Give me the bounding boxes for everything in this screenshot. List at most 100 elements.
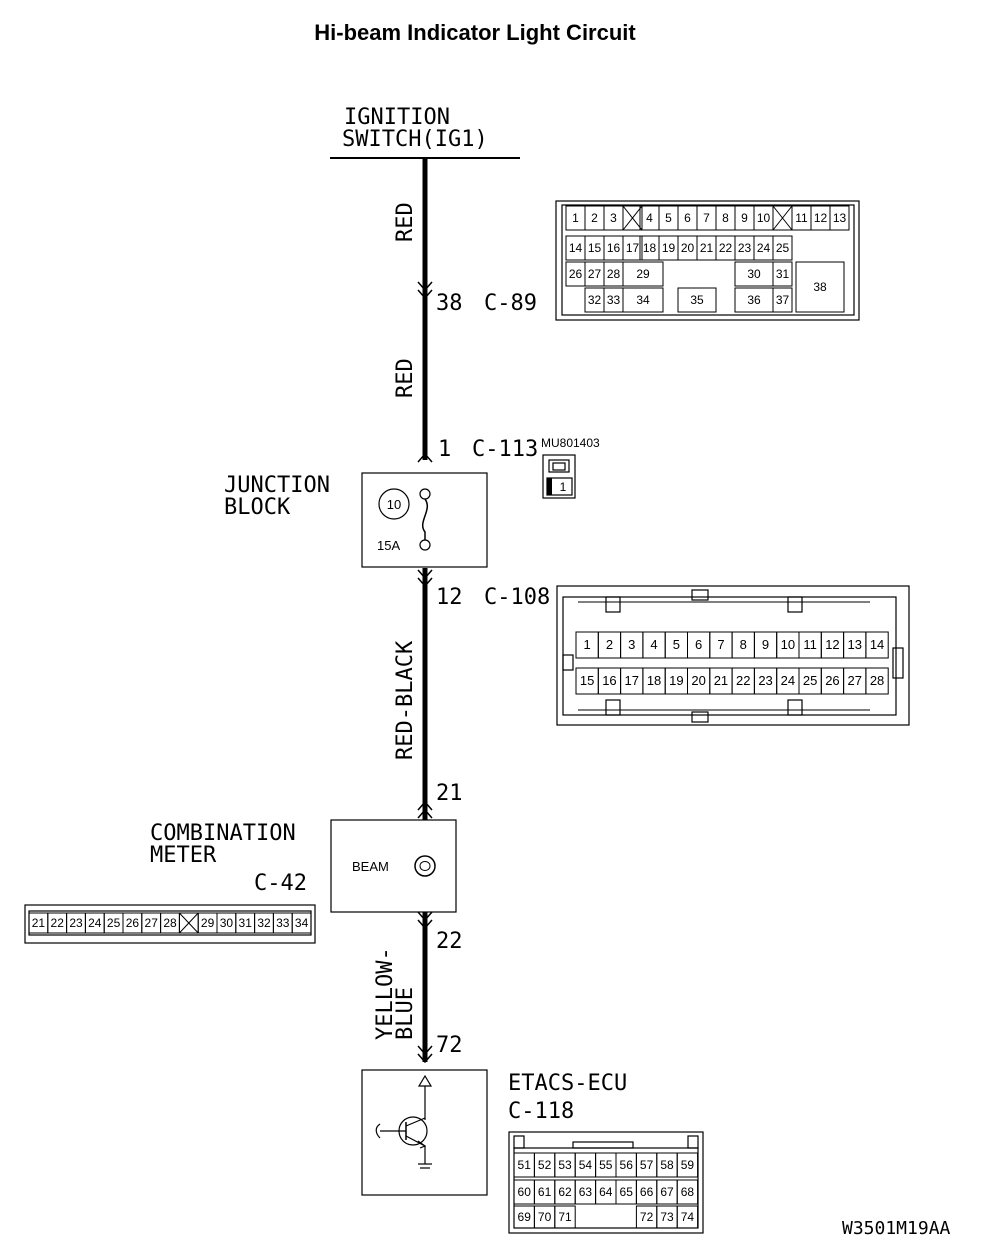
- c118-pin-cell-label: 71: [558, 1210, 572, 1224]
- c108-pin-cell-label: 24: [781, 673, 795, 688]
- c89-pin-cell-label: 31: [776, 267, 790, 281]
- c108-pin-cell: [865, 667, 889, 695]
- c108-pin-cell-label: 15: [580, 673, 594, 688]
- c42-pin-cell-label: 29: [201, 916, 215, 930]
- c89-pin-cell-label: 21: [700, 241, 714, 255]
- c108-pin-cell-label: 10: [781, 637, 795, 652]
- c42-pin-cell-label: 34: [295, 916, 309, 930]
- c108-pin-cell-label: 8: [740, 637, 747, 652]
- c89-pin-cell: [622, 205, 643, 231]
- diagram-code: W3501M19AA: [842, 1218, 951, 1239]
- diagram-title: Hi-beam Indicator Light Circuit: [314, 20, 636, 45]
- c89-pin-cell-label: 20: [681, 241, 695, 255]
- c118-pin-cell-label: 51: [518, 1158, 532, 1172]
- c89-pin-cell: [677, 287, 717, 313]
- c42-pin-cell-label: 28: [163, 916, 177, 930]
- c108-pin-cell-label: 26: [825, 673, 839, 688]
- c89-pin-cell-label: 35: [690, 293, 704, 307]
- ignition-label-line2: SWITCH(IG1): [342, 127, 488, 152]
- c108-pin-cell-label: 12: [825, 637, 839, 652]
- c108-pin-cell-label: 20: [691, 673, 705, 688]
- c108-pin-cell: [865, 631, 889, 659]
- c89-pin-cell-blank: [622, 205, 643, 231]
- junction-block: JUNCTION BLOCK 10 15A: [224, 472, 488, 568]
- c89-pin-cell-label: 18: [643, 241, 657, 255]
- c89-pin-cell-label: 8: [722, 211, 729, 225]
- c108-pin-cell-label: 3: [628, 637, 635, 652]
- c118-pin-cell-label: 68: [681, 1185, 695, 1199]
- ignition-switch: IGNITION SWITCH(IG1): [330, 105, 520, 159]
- c118-pin-cell: [676, 1179, 699, 1205]
- c42-pin-cell-label: 30: [220, 916, 234, 930]
- c89-pin-cell-label: 17: [626, 241, 640, 255]
- c118-pin-cell-label: 61: [538, 1185, 552, 1199]
- fuse-rating: 15A: [377, 538, 400, 553]
- c42-pin-cell-label: 24: [88, 916, 102, 930]
- c42-pin-cell-label: 22: [51, 916, 65, 930]
- c118-pin-cell: [554, 1205, 576, 1229]
- c118-pin-cell: [676, 1152, 699, 1178]
- c89-pin-cell-label: 5: [665, 211, 672, 225]
- c118-pin-cell-label: 56: [620, 1158, 634, 1172]
- main-wire: [417, 158, 433, 1064]
- c108-pin-cell-label: 28: [870, 673, 884, 688]
- c89-pin-cell-label: 12: [814, 211, 828, 225]
- c89-name: C-89: [484, 291, 537, 316]
- c118-pin-cell-label: 73: [660, 1210, 674, 1224]
- wire-color-red-1: RED: [393, 202, 418, 242]
- c89-pin-cell-label: 34: [636, 293, 650, 307]
- wire-color-blue: BLUE: [393, 987, 418, 1040]
- c89-pin-cell-label: 4: [646, 211, 653, 225]
- c108-pin-cell-label: 2: [606, 637, 613, 652]
- c89-pin-cell-label: 11: [795, 211, 808, 225]
- c42-pin-cell-label: 23: [69, 916, 83, 930]
- c108-pin-cell-label: 21: [714, 673, 728, 688]
- c89-pin-cell: [772, 261, 793, 287]
- c89-pin-cell-label: 2: [591, 211, 598, 225]
- junction-label-line2: BLOCK: [224, 495, 291, 520]
- c118-pin-cell-label: 62: [558, 1185, 572, 1199]
- c118-pin-cell: [676, 1205, 699, 1229]
- c89-pin-cell-label: 28: [607, 267, 621, 281]
- c118-name: C-118: [508, 1099, 574, 1124]
- c108-pin-cell-label: 22: [736, 673, 750, 688]
- c89-pin-cell-label: 19: [662, 241, 676, 255]
- c118-pin-cell-label: 67: [660, 1185, 674, 1199]
- c89-pin-cell-label: 9: [741, 211, 748, 225]
- meter-label-line2: METER: [150, 843, 217, 868]
- c42-pin-in: 21: [436, 781, 463, 806]
- combination-meter: COMBINATION METER C-42 BEAM: [150, 819, 457, 913]
- c89-pin: 38: [436, 291, 463, 316]
- c42-name: C-42: [254, 871, 307, 896]
- c42-pin-cell: [291, 912, 312, 934]
- c118-pin-cell-label: 53: [558, 1158, 572, 1172]
- c42-pin-cell-label: 25: [107, 916, 121, 930]
- c89-pin-cell-label: 16: [607, 241, 621, 255]
- c118-pin-cell-label: 54: [579, 1158, 593, 1172]
- c89-pin-cell: [795, 261, 845, 313]
- c108-pin-cell-label: 13: [848, 637, 862, 652]
- c118-pin-cell-label: 60: [518, 1185, 532, 1199]
- beam-lamp-label: BEAM: [352, 859, 389, 874]
- c108-pin-cell-label: 5: [673, 637, 680, 652]
- c42-pin-cell-label: 21: [32, 916, 46, 930]
- c118-pin-cell-label: 58: [660, 1158, 674, 1172]
- c42-pin-cell-label: 26: [126, 916, 140, 930]
- fuse-number: 10: [387, 497, 401, 512]
- c89-pin-cell-label: 29: [636, 267, 650, 281]
- c89-pin-cell-label: 33: [607, 293, 621, 307]
- c118-pin-cell-label: 57: [640, 1158, 654, 1172]
- c89-pin-cell-label: 24: [757, 241, 771, 255]
- c42-pin-out: 22: [436, 929, 463, 954]
- meter-label-line1: COMBINATION: [150, 821, 296, 846]
- c108-pin-cell-label: 16: [602, 673, 616, 688]
- c108-pin-cell-label: 23: [758, 673, 772, 688]
- c108-pin-cell-label: 7: [717, 637, 724, 652]
- ignition-label-line1: IGNITION: [344, 105, 450, 130]
- c89-pin-cell: [772, 235, 793, 261]
- c108-pin-cell-label: 4: [650, 637, 657, 652]
